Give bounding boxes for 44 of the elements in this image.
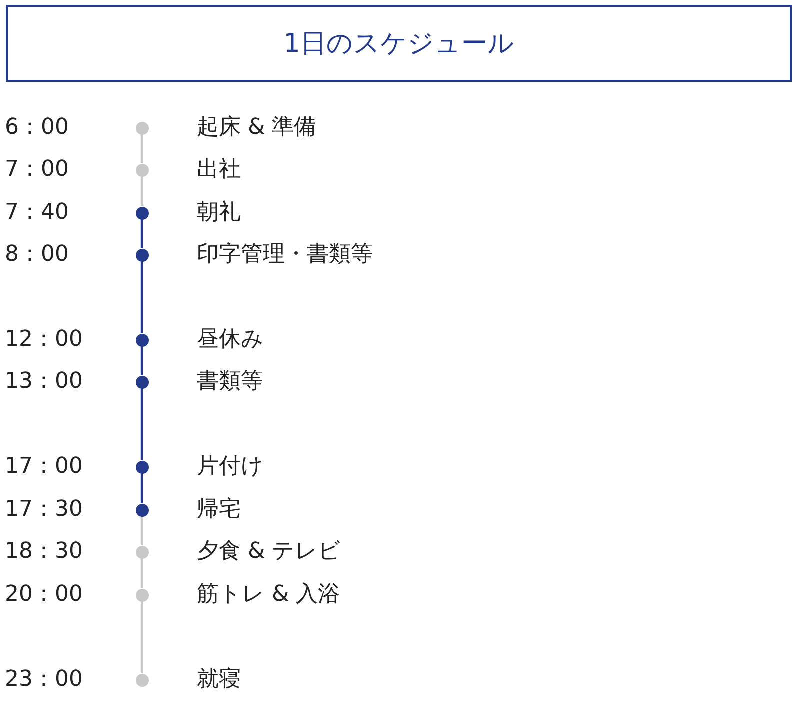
timeline-dot	[136, 334, 148, 346]
timeline-dot	[136, 588, 148, 602]
time-label: 17：00	[5, 453, 83, 481]
title-banner: 1日のスケジュール	[6, 5, 792, 82]
timeline-dot	[136, 460, 148, 474]
activity-label: 就寝	[197, 666, 241, 694]
timeline-line	[140, 516, 144, 546]
time-label: 23：00	[5, 666, 83, 694]
timeline-dot	[136, 504, 148, 516]
timeline-dot	[136, 546, 148, 558]
activity-label: 筋トレ & 入浴	[197, 581, 340, 609]
activity-label: 片付け	[197, 453, 264, 481]
timeline-line	[140, 262, 144, 334]
timeline-dot	[136, 206, 148, 220]
timeline-dot	[136, 164, 148, 176]
timeline-line	[140, 388, 144, 460]
timeline-line	[140, 602, 144, 674]
time-label: 7：00	[5, 156, 69, 184]
timeline-line	[140, 346, 144, 376]
timeline-line	[140, 176, 144, 206]
activity-label: 書類等	[197, 368, 263, 396]
activity-label: 起床 & 準備	[197, 114, 316, 142]
timeline-line	[140, 558, 144, 588]
time-label: 13：00	[5, 368, 83, 396]
time-label: 6：00	[5, 114, 69, 142]
activity-label: 印字管理・書類等	[197, 241, 373, 269]
timeline-dot	[136, 674, 148, 686]
activity-label: 朝礼	[197, 199, 241, 227]
activity-label: 昼休み	[197, 326, 264, 354]
timeline-line	[140, 134, 144, 164]
timeline-dot	[136, 248, 148, 262]
timeline-dot	[136, 376, 148, 388]
timeline-line	[140, 474, 144, 504]
time-label: 18：30	[5, 538, 83, 566]
time-label: 7：40	[5, 199, 69, 227]
time-label: 17：30	[5, 496, 83, 524]
timeline-line	[140, 220, 144, 248]
timeline-dot	[136, 122, 148, 134]
time-label: 20：00	[5, 581, 83, 609]
activity-label: 帰宅	[197, 496, 241, 524]
activity-label: 出社	[197, 156, 241, 184]
time-label: 8：00	[5, 241, 69, 269]
time-label: 12：00	[5, 326, 83, 354]
activity-label: 夕食 & テレビ	[197, 538, 342, 566]
